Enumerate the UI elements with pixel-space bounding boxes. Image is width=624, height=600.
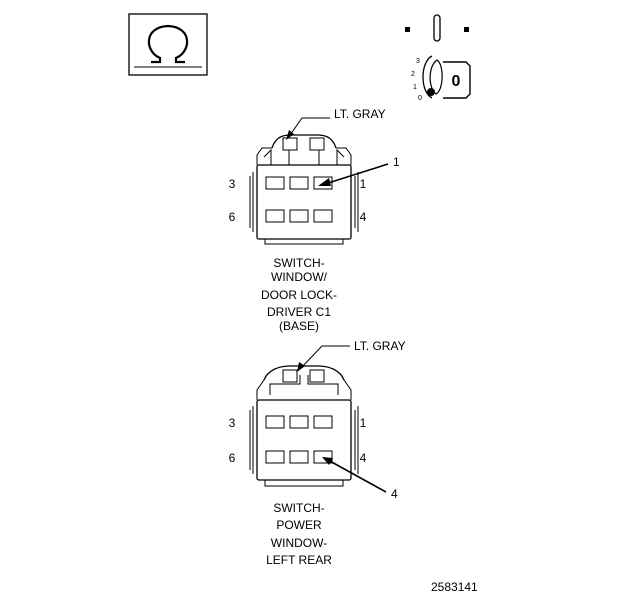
- pin-label-4: 4: [360, 210, 367, 224]
- callout-number: 1: [393, 155, 400, 169]
- connector-left-rear-window: 3 1 6 4 LT. GRAY 4 SWITCH- POWER WINDOW-…: [229, 339, 406, 567]
- caption-line: WINDOW-: [271, 536, 327, 550]
- pin-label-1: 1: [360, 177, 367, 191]
- pin-label-3: 3: [229, 416, 236, 430]
- pin-label-3: 3: [229, 177, 236, 191]
- ignition-pos-0: 0: [418, 95, 422, 102]
- ignition-key-mark: 0: [452, 73, 461, 90]
- pin-label-4: 4: [360, 451, 367, 465]
- figure-id: 2583141: [431, 580, 478, 594]
- connector-driver-c1: 3 1 6 4 LT. GRAY 1 SWITCH- WINDOW/ DOOR …: [229, 107, 400, 333]
- ignition-switch-icon: 3 2 1 0 0: [405, 14, 471, 102]
- caption-line: LEFT REAR: [266, 553, 332, 567]
- pin-label-1: 1: [360, 416, 367, 430]
- caption-line: DOOR LOCK-: [261, 288, 337, 302]
- pin-label-6: 6: [229, 210, 236, 224]
- pin-label-6: 6: [229, 451, 236, 465]
- caption-line: POWER: [276, 518, 322, 532]
- callout-number: 4: [391, 487, 398, 501]
- ignition-pos-2: 2: [411, 71, 415, 78]
- ohmmeter-icon: [128, 13, 208, 76]
- ignition-pos-1: 1: [413, 84, 417, 91]
- connector-color-label: LT. GRAY: [334, 107, 386, 121]
- caption-line: WINDOW/: [271, 270, 328, 284]
- caption-line: SWITCH-: [273, 256, 324, 270]
- caption-line: SWITCH-: [273, 501, 324, 515]
- caption-line: (BASE): [279, 319, 319, 333]
- caption-line: DRIVER C1: [267, 305, 331, 319]
- ignition-pos-3: 3: [416, 58, 420, 65]
- connector-color-label: LT. GRAY: [354, 339, 406, 353]
